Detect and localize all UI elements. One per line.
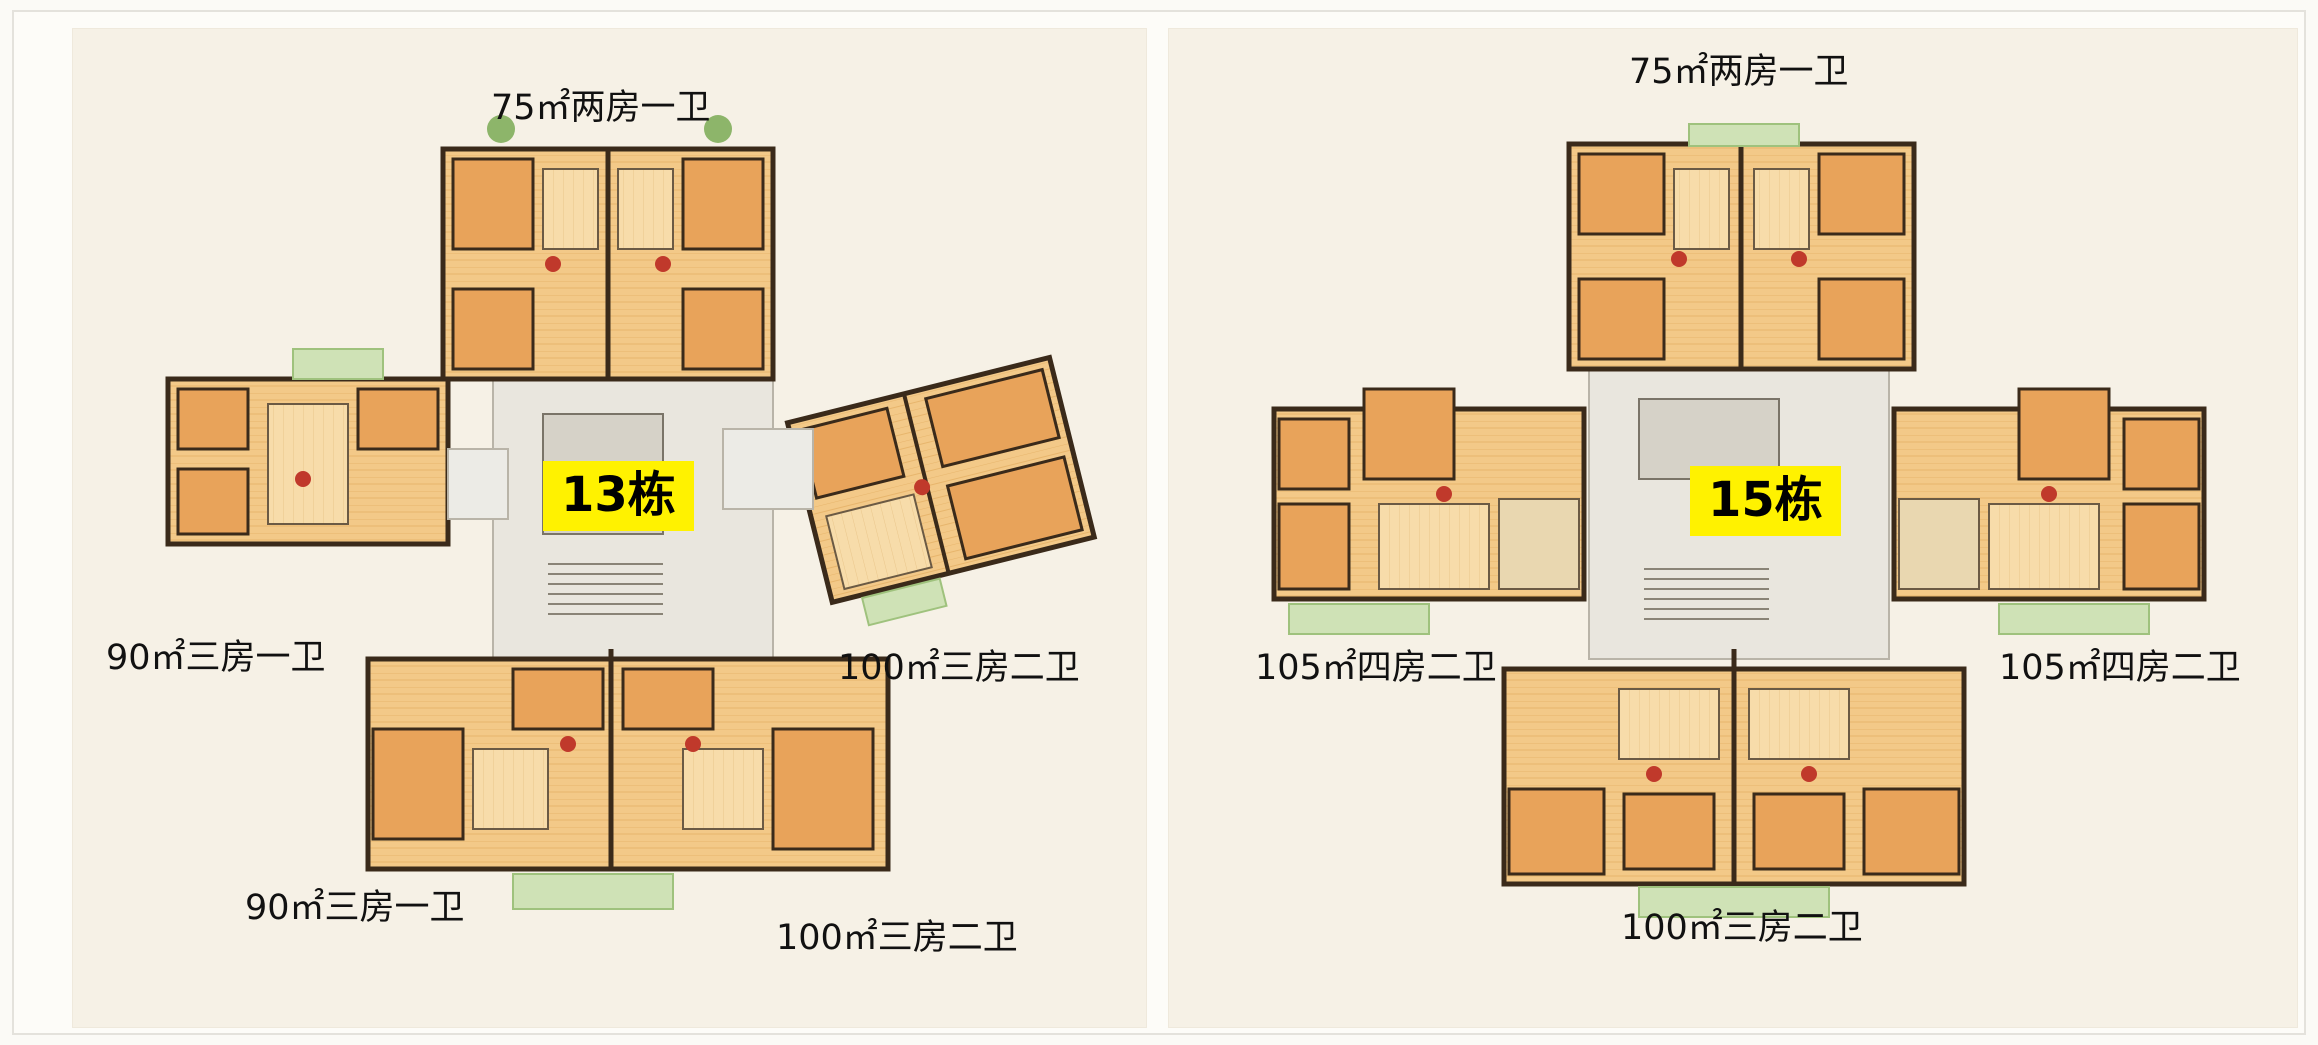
unit-label-bottom-left: 90㎡三房一卫 xyxy=(245,888,465,928)
unit-label-bottom: 100㎡三房二卫 xyxy=(1621,908,1863,948)
unit-top-13 xyxy=(440,115,776,382)
unit-top-15 xyxy=(1566,123,1917,372)
unit-label-bottom-right: 100㎡三房二卫 xyxy=(776,918,1018,958)
floor-plan-15-drawing xyxy=(1271,123,2207,918)
unit-label-top: 75㎡两房一卫 xyxy=(491,88,711,128)
unit-label-right: 105㎡四房二卫 xyxy=(1999,648,2241,688)
building-tag-13: 13栋 xyxy=(543,461,694,531)
unit-bottom-15 xyxy=(1501,649,1967,918)
unit-right-15 xyxy=(1891,387,2207,635)
unit-label-left: 105㎡四房二卫 xyxy=(1255,648,1497,688)
unit-label-top: 75㎡两房一卫 xyxy=(1629,52,1849,92)
unit-bottom-13 xyxy=(365,649,891,910)
unit-left-15 xyxy=(1271,387,1587,635)
building-tag-15: 15栋 xyxy=(1690,466,1841,536)
unit-label-right: 100㎡三房二卫 xyxy=(838,648,1080,688)
unit-right-13 xyxy=(784,354,1098,627)
unit-left-13 xyxy=(165,348,451,547)
floor-plan-building-13: 75㎡两房一卫 90㎡三房一卫 100㎡三房二卫 90㎡三房一卫 100㎡三房二… xyxy=(72,28,1147,1028)
unit-label-left: 90㎡三房一卫 xyxy=(106,638,326,678)
floor-plan-building-15: 75㎡两房一卫 105㎡四房二卫 105㎡四房二卫 100㎡三房二卫 15栋 xyxy=(1168,28,2298,1028)
